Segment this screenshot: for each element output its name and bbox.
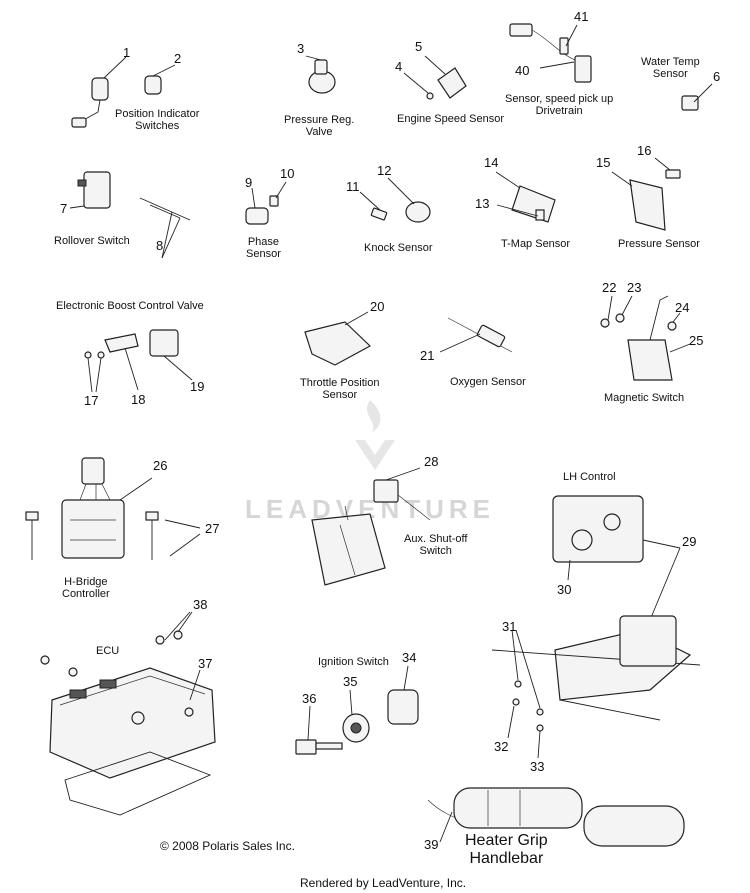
hbridge-controller-part [25, 457, 201, 560]
callout-40: 40 [515, 63, 530, 78]
heater-grip-part [427, 787, 685, 847]
speed-pickup-label: Sensor, speed pick up Drivetrain [505, 93, 614, 117]
callout-18: 18 [131, 392, 146, 407]
callout-25: 25 [689, 333, 704, 348]
knock-label: Knock Sensor [364, 242, 433, 254]
callout-2: 2 [174, 51, 182, 66]
engine-speed-label: Engine Speed Sensor [397, 113, 505, 125]
callout-16: 16 [637, 143, 652, 158]
ecu-label: ECU [96, 645, 120, 657]
callout-13: 13 [475, 196, 490, 211]
callout-38: 38 [193, 597, 208, 612]
callout-29: 29 [682, 534, 697, 549]
watermark-emblem [355, 400, 395, 470]
rendered-by-label: Rendered by LeadVenture, Inc. [300, 876, 467, 890]
engine-speed-sensor-part [403, 55, 467, 100]
oxygen-sensor-part [439, 317, 513, 353]
magnetic-label: Magnetic Switch [604, 392, 685, 404]
callout-41: 41 [574, 9, 589, 24]
callout-7: 7 [60, 201, 68, 216]
handlebar-assembly-part [491, 615, 701, 759]
callout-4: 4 [395, 59, 403, 74]
boost-valve-label: Electronic Boost Control Valve [56, 300, 204, 312]
callout-28: 28 [424, 454, 439, 469]
callout-39: 39 [424, 837, 439, 852]
callout-23: 23 [627, 280, 642, 295]
aux-label: Aux. Shut-off Switch [404, 533, 468, 557]
callout-27: 27 [205, 521, 220, 536]
position-switch-2-part [144, 64, 176, 95]
callout-12: 12 [377, 163, 392, 178]
callout-34: 34 [402, 650, 417, 665]
throttle-label: Throttle Position Sensor [300, 377, 380, 401]
callout-21: 21 [420, 348, 435, 363]
callout-11: 11 [346, 179, 360, 194]
aux-shutoff-switch-part [311, 467, 431, 586]
position-switch-1-part [71, 56, 127, 128]
water-temp-label: Water Temp Sensor [641, 56, 700, 80]
callout-22: 22 [602, 280, 617, 295]
callout-15: 15 [596, 155, 611, 170]
callout-10: 10 [280, 166, 295, 181]
phase-sensor-part [245, 181, 287, 225]
tmap-sensor-part [495, 171, 556, 223]
callout-3: 3 [297, 41, 305, 56]
callout-32: 32 [494, 739, 509, 754]
callout-24: 24 [675, 300, 690, 315]
callout-26: 26 [153, 458, 168, 473]
callout-20: 20 [370, 299, 385, 314]
lh-control-label: LH Control [563, 471, 616, 483]
copyright-label: © 2008 Polaris Sales Inc. [160, 839, 295, 853]
position-indicator-label: Position Indicator Switches [115, 108, 200, 132]
callout-35: 35 [343, 674, 358, 689]
pressure-reg-valve-part [305, 55, 336, 94]
speed-pickup-sensor-part [509, 23, 592, 83]
boost-control-valve-part [84, 329, 193, 393]
oxygen-label: Oxygen Sensor [450, 376, 526, 388]
callout-33: 33 [530, 759, 545, 774]
hbridge-label: H-Bridge Controller [62, 576, 110, 600]
rollover-screws-part [139, 197, 191, 259]
knock-sensor-part [359, 177, 431, 223]
rollover-switch-part [69, 171, 111, 209]
throttle-position-sensor-part [304, 311, 372, 366]
callout-9: 9 [245, 175, 253, 190]
ignition-switch-part [295, 665, 419, 755]
lh-control-part [552, 495, 681, 621]
callout-17: 17 [84, 393, 99, 408]
callout-14: 14 [484, 155, 499, 170]
callout-19: 19 [190, 379, 205, 394]
callout-5: 5 [415, 39, 423, 54]
callout-30: 30 [557, 582, 572, 597]
callout-6: 6 [713, 69, 721, 84]
heater-label: Heater Grip Handlebar [465, 832, 548, 867]
rollover-label: Rollover Switch [54, 235, 130, 247]
magnetic-switch-part [600, 295, 691, 381]
phase-label: Phase Sensor [246, 236, 281, 260]
water-temp-sensor-part [681, 83, 713, 111]
callout-37: 37 [198, 656, 213, 671]
callout-36: 36 [302, 691, 317, 706]
tmap-label: T-Map Sensor [501, 238, 571, 250]
pressure-sensor-label: Pressure Sensor [618, 238, 700, 250]
pressure-reg-label: Pressure Reg. Valve [284, 114, 355, 138]
ignition-label: Ignition Switch [318, 656, 389, 668]
callout-8: 8 [156, 238, 164, 253]
callout-1: 1 [123, 45, 131, 60]
ecu-part [40, 611, 216, 816]
callout-31: 31 [502, 619, 517, 634]
pressure-sensor-part [611, 157, 681, 231]
